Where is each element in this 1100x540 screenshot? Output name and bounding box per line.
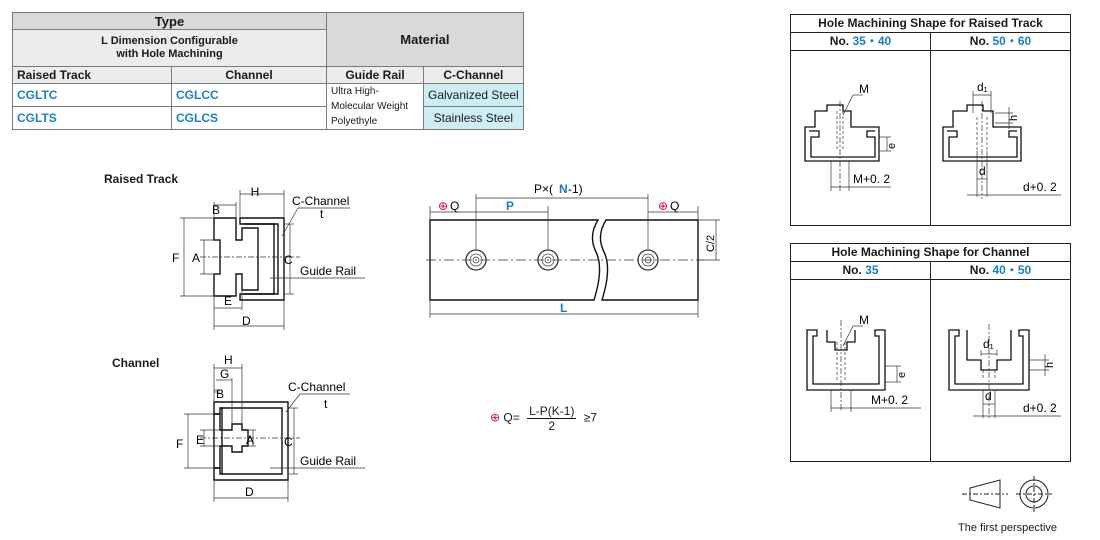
col-c-channel: C-Channel <box>423 66 524 84</box>
hole-channel-right-nos: 40・50 <box>992 263 1032 277</box>
ch-dim-E: E <box>196 433 204 447</box>
hr-left-M: M <box>859 82 869 96</box>
hole-raised-col-left: No. 35・40 <box>791 33 931 50</box>
spec-table: Type Material L Dimension Configurable w… <box>12 12 524 130</box>
code-channel-1: CGLCC <box>171 83 327 107</box>
hr-right-d1: d₁ <box>977 80 988 94</box>
rail-q-left-symbol: ⊕ <box>438 199 448 213</box>
formula-lhs: Q= <box>503 410 520 425</box>
type-header: Type <box>12 12 327 30</box>
rt-dim-B: B <box>212 203 220 217</box>
formula-denominator: 2 <box>548 419 556 433</box>
hole-channel-no-right: No. <box>969 263 990 277</box>
formula-q-symbol: ⊕ <box>490 410 501 425</box>
hole-raised-right-nos: 50・60 <box>992 34 1032 48</box>
ch-label-guide: Guide Rail <box>300 454 356 468</box>
ch-dim-D: D <box>245 485 254 499</box>
formula-fraction: L-P(K-1) 2 <box>527 404 577 433</box>
hc-left-M: M <box>859 313 869 327</box>
formula-numerator: L-P(K-1) <box>527 404 577 419</box>
code-channel-2: CGLCS <box>171 106 327 130</box>
guide-rail-material: Ultra High-Molecular Weight Polyethyle <box>326 83 424 130</box>
hole-channel-divider <box>930 280 931 461</box>
ch-dim-B: B <box>216 387 224 401</box>
rt-dim-D: D <box>242 314 251 328</box>
rail-q-right-symbol: ⊕ <box>658 199 668 213</box>
hole-raised-drawings: M e M+0. 2 d₁ h d d+0. 2 <box>804 80 1061 199</box>
hole-channel-col-right: No. 40・50 <box>931 262 1070 279</box>
ch-dim-A: A <box>246 433 254 447</box>
projection-symbol <box>962 476 1052 512</box>
rt-dim-C: C <box>284 253 293 267</box>
type-sub-header: L Dimension Configurable with Hole Machi… <box>12 29 327 67</box>
rail-side-view: P×( N -1) ⊕ Q P ⊕ Q C/2 L <box>426 182 720 318</box>
ch-dim-F: F <box>176 437 183 451</box>
rt-dim-E: E <box>224 294 232 308</box>
c-channel-material-2: Stainless Steel <box>423 106 524 130</box>
rail-pitch-suffix: -1) <box>568 182 583 196</box>
hole-channel-drawings: M e M+0. 2 d₁ h d d+0. 2 <box>806 313 1061 420</box>
code-raised-2: CGLTS <box>12 106 172 130</box>
ch-dim-t: t <box>324 397 328 411</box>
hole-raised-body: M e M+0. 2 d₁ h d d+0. 2 <box>791 51 1070 225</box>
hole-channel-body: M e M+0. 2 d₁ h d d+0. 2 <box>791 280 1070 461</box>
formula-rhs: ≥7 <box>583 410 598 425</box>
hc-right-d: d <box>985 389 992 403</box>
hr-left-e: e <box>886 143 898 149</box>
hole-channel-title: Hole Machining Shape for Channel <box>791 244 1070 262</box>
perspective-label: The first perspective <box>958 522 1058 534</box>
hole-raised-cols: No. 35・40 No. 50・60 <box>791 33 1070 51</box>
rt-label-cchannel: C-Channel <box>292 194 349 208</box>
raised-track-title: Raised Track <box>104 172 179 186</box>
hc-right-d1: d₁ <box>983 337 994 351</box>
hole-raised-no-left: No. <box>829 34 850 48</box>
hc-right-dim: d+0. 2 <box>1023 401 1057 415</box>
code-raised-1: CGLTC <box>12 83 172 107</box>
hc-right-h: h <box>1044 362 1056 368</box>
hc-left-dim: M+0. 2 <box>871 393 908 407</box>
ch-label-cchannel: C-Channel <box>288 380 345 394</box>
hc-left-e: e <box>896 372 908 378</box>
hole-channel-no-left: No. <box>842 263 862 277</box>
rail-l: L <box>560 301 567 315</box>
hole-raised-col-right: No. 50・60 <box>931 33 1070 50</box>
channel-title: Channel <box>112 356 160 370</box>
col-channel: Channel <box>171 66 327 84</box>
rail-pitch-prefix: P×( <box>534 182 553 196</box>
hole-channel-left-nos: 35 <box>865 263 879 277</box>
material-header: Material <box>326 12 524 67</box>
raised-track-diagram: H B F A C E D C-Channel t Guide Rail <box>172 185 365 330</box>
rt-label-guide: Guide Rail <box>300 264 356 278</box>
hole-raised-box: Hole Machining Shape for Raised Track No… <box>790 14 1071 226</box>
rt-dim-F: F <box>172 251 179 265</box>
hole-channel-cols: No. 35 No. 40・50 <box>791 262 1070 280</box>
ch-dim-H: H <box>224 353 233 367</box>
channel-diagram: H G B F E A C D C-Channel t Guide Rail <box>176 353 365 502</box>
c-channel-material-1: Galvanized Steel <box>423 83 524 107</box>
rail-p: P <box>506 199 514 213</box>
hole-raised-title: Hole Machining Shape for Raised Track <box>791 15 1070 33</box>
hr-right-d: d <box>979 164 986 178</box>
col-raised-track: Raised Track <box>12 66 172 84</box>
ch-dim-G: G <box>220 367 229 381</box>
hole-raised-divider <box>930 51 931 225</box>
rail-pitch-n: N <box>559 182 568 196</box>
hole-channel-box: Hole Machining Shape for Channel No. 35 … <box>790 243 1071 462</box>
hole-raised-no-right: No. <box>969 34 990 48</box>
rail-q-left: Q <box>450 199 459 213</box>
rt-dim-H: H <box>251 185 260 199</box>
hr-right-dim: d+0. 2 <box>1023 180 1057 194</box>
formula: ⊕ Q= L-P(K-1) 2 ≥7 <box>490 404 597 433</box>
hole-channel-col-left: No. 35 <box>791 262 931 279</box>
hr-left-dim: M+0. 2 <box>853 172 890 186</box>
rail-c2: C/2 <box>705 235 717 252</box>
col-guide-rail: Guide Rail <box>326 66 424 84</box>
hole-raised-left-nos: 35・40 <box>852 34 892 48</box>
rail-q-right: Q <box>670 199 679 213</box>
rt-dim-t: t <box>320 207 324 221</box>
rt-dim-A: A <box>192 251 200 265</box>
hr-right-h: h <box>1008 115 1020 121</box>
ch-dim-C: C <box>284 435 293 449</box>
